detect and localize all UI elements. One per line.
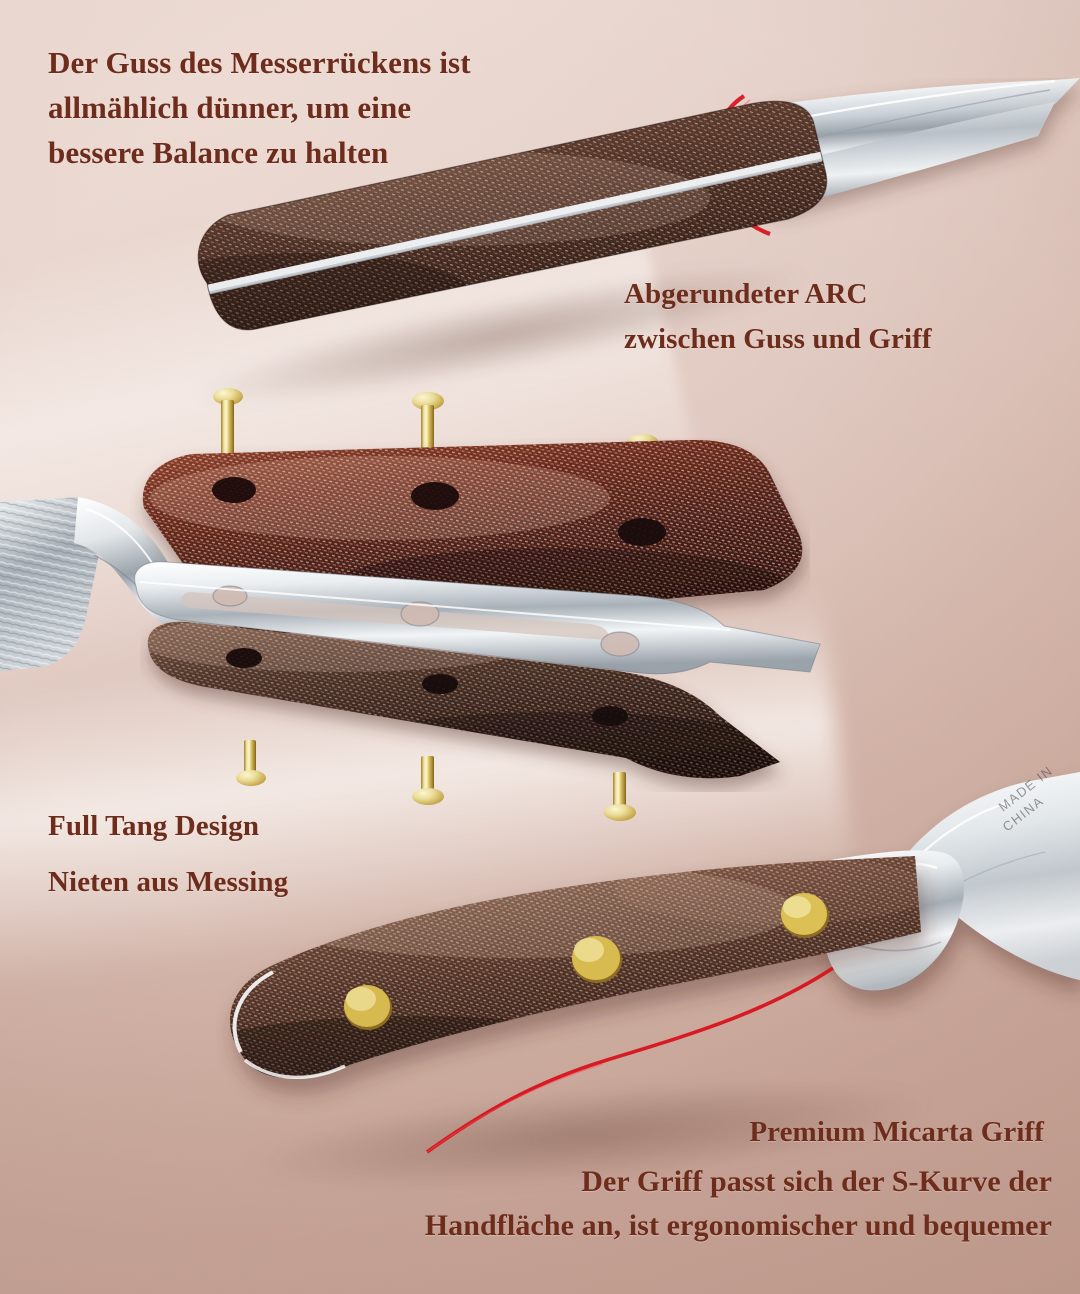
- full-tang-skeleton: [134, 561, 821, 675]
- rivet-bottom-1: [236, 740, 266, 788]
- caption-micarta-body: Der Griff passt sich der S-Kurve der Han…: [424, 1165, 1052, 1242]
- caption-back-taper: Der Guss des Messerrückens ist allmählic…: [48, 45, 471, 170]
- top-knife: [197, 78, 1080, 331]
- bottom-knife: MADE IN CHINA: [229, 763, 1080, 1154]
- rivet-bottom-2: [412, 756, 444, 808]
- bottom-handle-rivets: [344, 893, 829, 1030]
- caption-micarta-title: Premium Micarta Griff: [749, 1116, 1044, 1148]
- caption-rounded-arc: Abgerundeter ARC zwischen Guss und Griff: [624, 278, 932, 355]
- rivet-bottom-3: [604, 772, 636, 824]
- exploded-bottom-scale: [147, 621, 780, 779]
- caption-brass-rivets: Nieten aus Messing: [48, 866, 289, 898]
- rivet-top-1: [213, 388, 243, 454]
- s-curve-accent: [425, 966, 834, 1154]
- caption-full-tang: Full Tang Design: [48, 810, 260, 842]
